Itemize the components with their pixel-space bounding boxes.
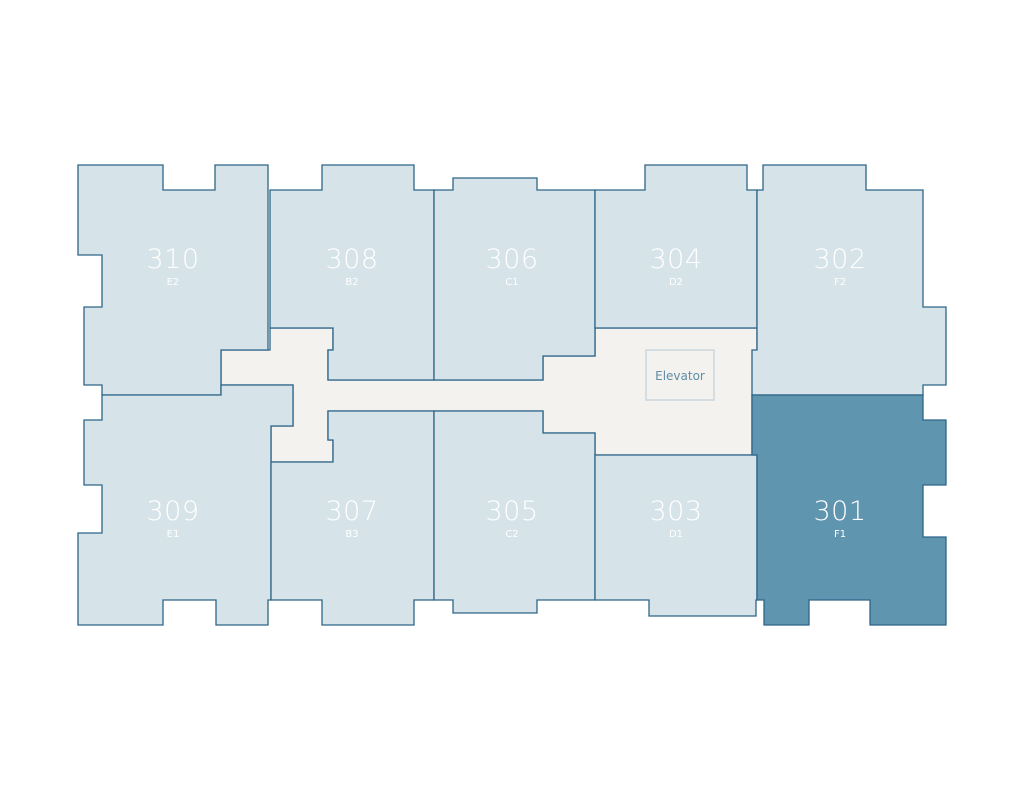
unit-304-number: 304 <box>649 244 702 275</box>
unit-302-shape[interactable] <box>751 164 947 396</box>
unit-305-type: C2 <box>505 529 518 540</box>
unit-309-type: E1 <box>167 529 180 540</box>
unit-306-type: C1 <box>505 277 518 288</box>
unit-301[interactable]: 301 F1 <box>751 394 947 626</box>
unit-302-number: 302 <box>813 244 866 275</box>
unit-302[interactable]: 302 F2 <box>751 164 947 396</box>
unit-306-number: 306 <box>485 244 538 275</box>
elevator-box <box>645 349 715 401</box>
unit-304-type: D2 <box>669 277 683 288</box>
unit-303-number: 303 <box>649 496 702 527</box>
unit-309-shape[interactable] <box>77 384 294 626</box>
unit-301-shape[interactable] <box>751 394 947 626</box>
unit-306[interactable]: 306 C1 <box>433 177 596 381</box>
unit-303-type: D1 <box>669 529 683 540</box>
unit-305[interactable]: 305 C2 <box>433 410 596 614</box>
unit-301-number: 301 <box>813 496 866 527</box>
unit-305-number: 305 <box>485 496 538 527</box>
unit-303[interactable]: 303 D1 <box>594 454 758 617</box>
unit-309[interactable]: 309 E1 <box>77 384 294 626</box>
unit-305-shape[interactable] <box>433 410 596 614</box>
unit-307[interactable]: 307 B3 <box>270 410 435 626</box>
unit-304-shape[interactable] <box>594 164 758 329</box>
unit-304[interactable]: 304 D2 <box>594 164 758 329</box>
unit-307-type: B3 <box>345 529 358 540</box>
unit-308[interactable]: 308 B2 <box>269 164 435 381</box>
elevator-label: Elevator <box>655 369 705 383</box>
unit-310-number: 310 <box>146 244 199 275</box>
unit-308-type: B2 <box>345 277 358 288</box>
unit-310-type: E2 <box>167 277 180 288</box>
unit-309-number: 309 <box>146 496 199 527</box>
unit-307-number: 307 <box>325 496 378 527</box>
unit-302-type: F2 <box>834 277 846 288</box>
unit-301-type: F1 <box>834 529 846 540</box>
unit-308-number: 308 <box>325 244 378 275</box>
